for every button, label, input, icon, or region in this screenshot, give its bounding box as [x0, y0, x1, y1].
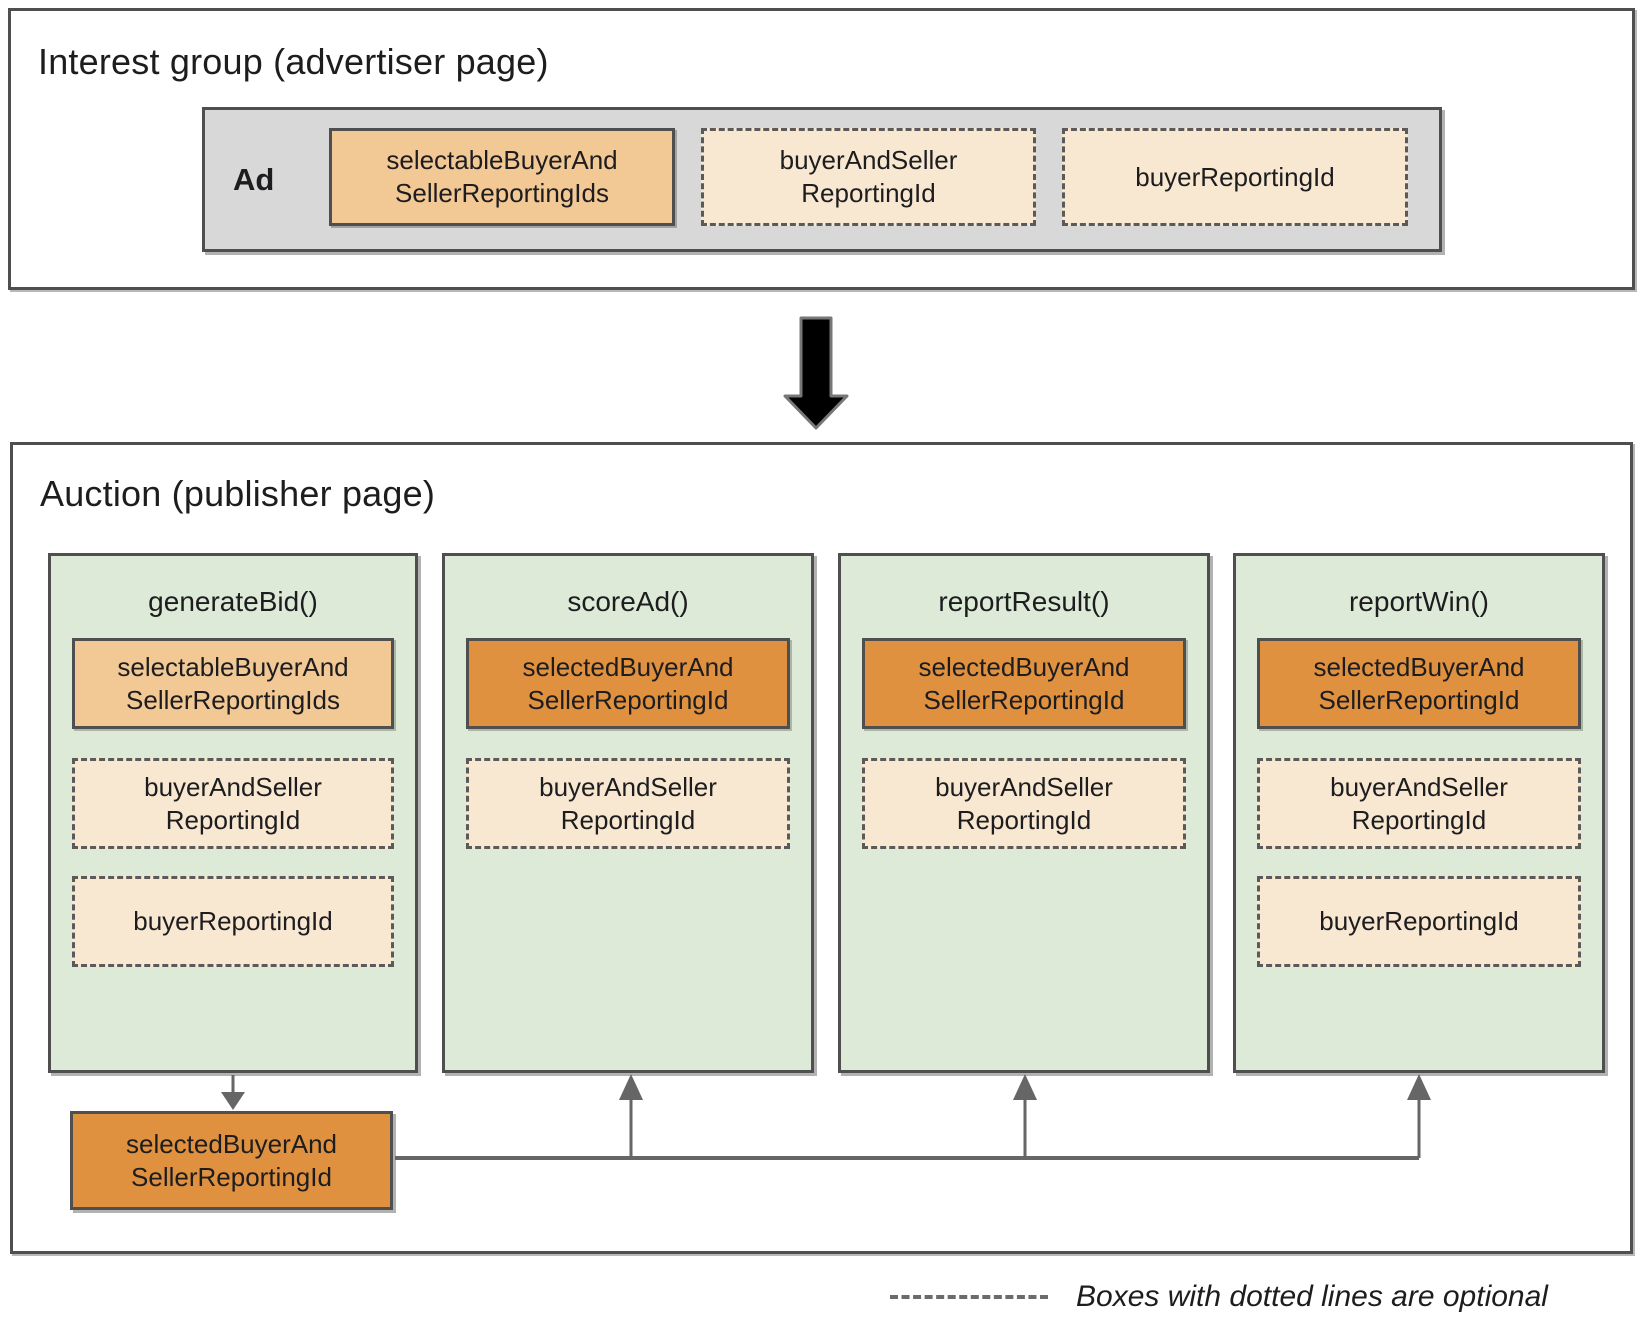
ad-label: Ad [233, 161, 275, 197]
item-buyer-and-seller-reporting-id: buyerAndSeller ReportingId [466, 758, 790, 849]
item-label: selectableBuyerAnd SellerReportingIds [117, 651, 349, 715]
item-selectable-buyer-and-seller-reporting-ids: selectableBuyerAnd SellerReportingIds [72, 638, 394, 729]
legend-dashed-line-sample [890, 1295, 1048, 1299]
chip-label: buyerReportingId [1135, 161, 1335, 192]
column-title: reportResult() [938, 586, 1110, 617]
item-buyer-and-seller-reporting-id: buyerAndSeller ReportingId [1257, 758, 1581, 849]
item-label: selectedBuyerAnd SellerReportingId [918, 651, 1130, 715]
auction-title: Auction (publisher page) [40, 473, 436, 514]
column-title: generateBid() [148, 586, 318, 617]
column-report-win: reportWin() selectedBuyerAnd SellerRepor… [1233, 553, 1605, 1073]
item-label: buyerReportingId [1319, 906, 1519, 936]
interest-group-title: Interest group (advertiser page) [38, 41, 549, 82]
item-selected-buyer-and-seller-reporting-id: selectedBuyerAnd SellerReportingId [1257, 638, 1581, 729]
item-label: selectedBuyerAnd SellerReportingId [1313, 651, 1525, 715]
item-buyer-reporting-id: buyerReportingId [1257, 876, 1581, 967]
legend-text: Boxes with dotted lines are optional [1076, 1280, 1548, 1313]
output-label: selectedBuyerAnd SellerReportingId [125, 1128, 338, 1192]
chip-buyer-reporting-id: buyerReportingId [1062, 128, 1408, 226]
item-selected-buyer-and-seller-reporting-id: selectedBuyerAnd SellerReportingId [466, 638, 790, 729]
item-buyer-and-seller-reporting-id: buyerAndSeller ReportingId [72, 758, 394, 849]
item-label: buyerAndSeller ReportingId [539, 771, 717, 835]
item-label: buyerAndSeller ReportingId [1330, 771, 1508, 835]
column-score-ad: scoreAd() selectedBuyerAnd SellerReporti… [442, 553, 814, 1073]
column-title: scoreAd() [567, 586, 689, 617]
chip-label: buyerAndSeller ReportingId [779, 145, 958, 208]
item-label: buyerAndSeller ReportingId [935, 771, 1113, 835]
ad-strip: Ad selectableBuyerAnd SellerReportingIds… [202, 107, 1442, 252]
item-selected-buyer-and-seller-reporting-id: selectedBuyerAnd SellerReportingId [862, 638, 1186, 729]
column-report-result: reportResult() selectedBuyerAnd SellerRe… [838, 553, 1210, 1073]
item-buyer-reporting-id: buyerReportingId [72, 876, 394, 967]
chip-selectable-buyer-and-seller-reporting-ids: selectableBuyerAnd SellerReportingIds [329, 128, 675, 226]
item-label: buyerAndSeller ReportingId [144, 771, 322, 835]
column-generate-bid: generateBid() selectableBuyerAnd SellerR… [48, 553, 418, 1073]
chip-buyer-and-seller-reporting-id: buyerAndSeller ReportingId [701, 128, 1036, 226]
item-buyer-and-seller-reporting-id: buyerAndSeller ReportingId [862, 758, 1186, 849]
chip-label: selectableBuyerAnd SellerReportingIds [386, 145, 618, 208]
item-label: selectedBuyerAnd SellerReportingId [522, 651, 734, 715]
column-title: reportWin() [1348, 586, 1489, 617]
legend: Boxes with dotted lines are optional [890, 1272, 1550, 1322]
item-label: buyerReportingId [133, 906, 333, 936]
interest-group-panel: Interest group (advertiser page) Ad sele… [8, 8, 1635, 290]
selected-buyer-and-seller-reporting-id-output: selectedBuyerAnd SellerReportingId [70, 1111, 393, 1210]
